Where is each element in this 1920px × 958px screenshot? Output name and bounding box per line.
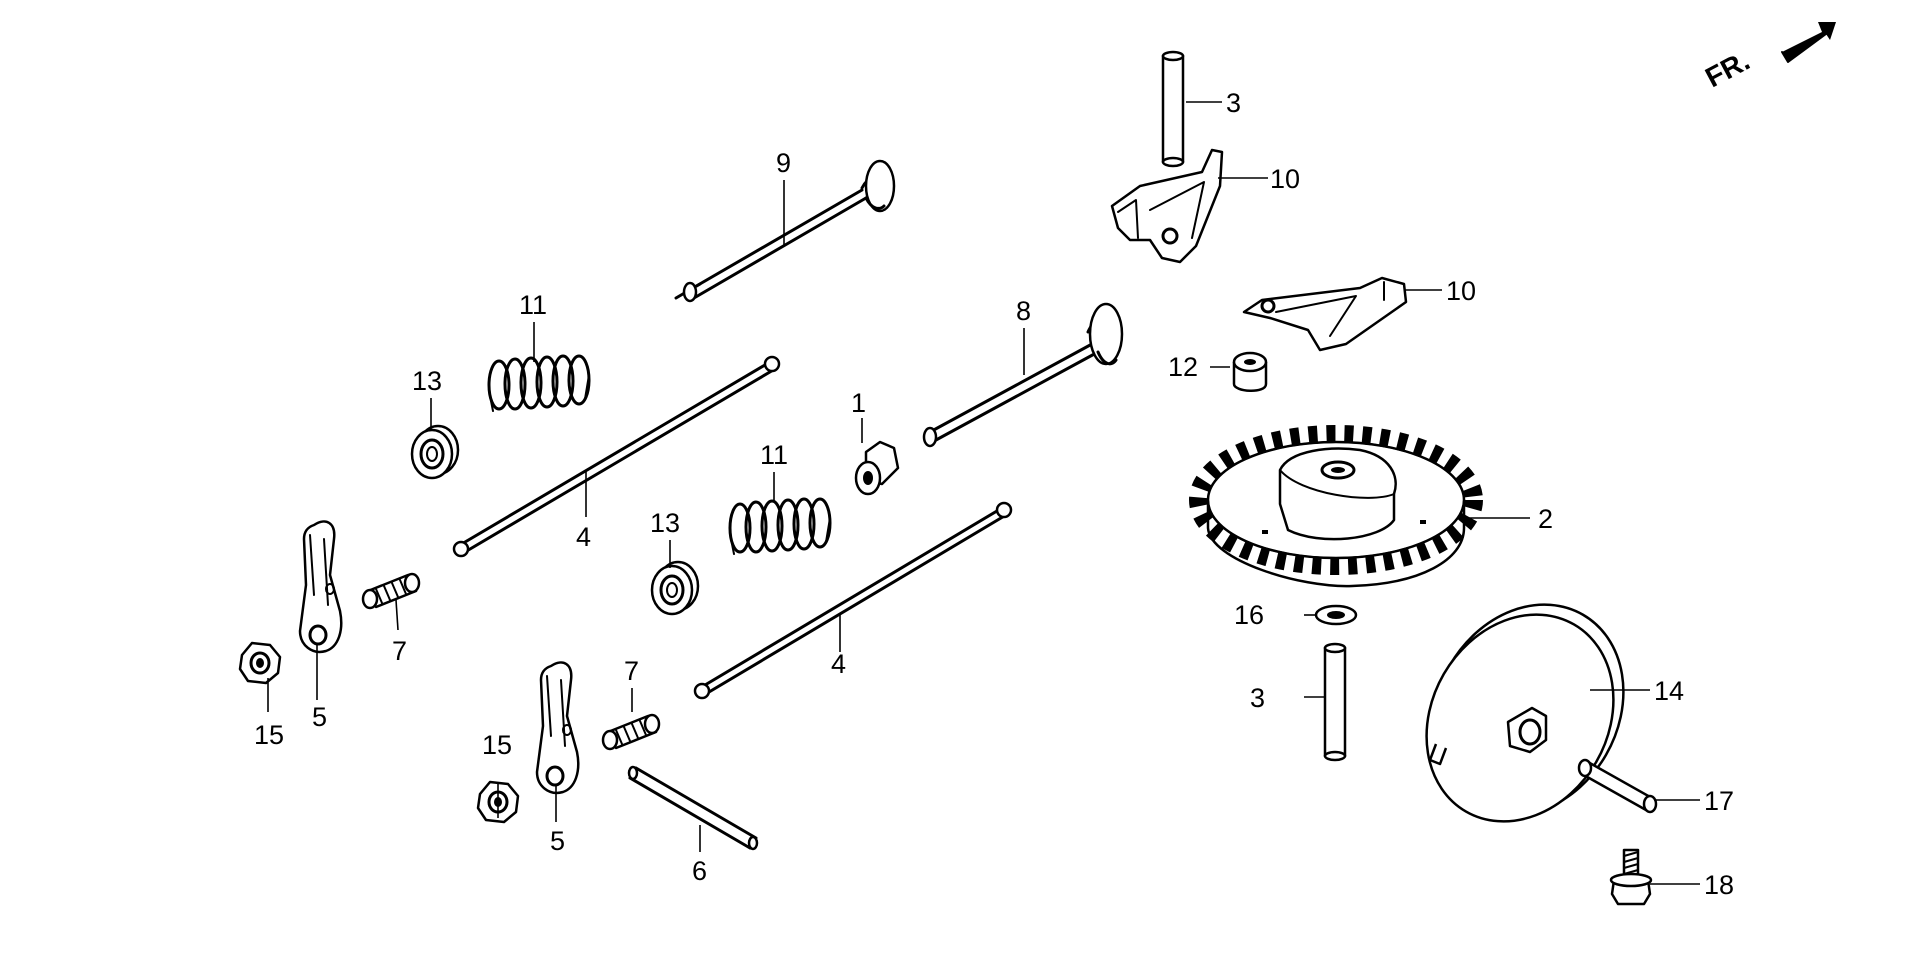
callout-labels: 1 2 3 3 4 4 5 5 6 7 7 8 9 10 10 11 11 12… (254, 88, 1734, 900)
push-rod-upper (452, 355, 781, 558)
callout-14: 14 (1654, 676, 1684, 706)
callout-18: 18 (1704, 870, 1734, 900)
callout-16: 16 (1234, 600, 1264, 630)
rocker-shaft (627, 765, 759, 851)
callout-17: 17 (1704, 786, 1734, 816)
adjusting-screw-upper (361, 572, 421, 610)
rocker-arm-lower (535, 660, 580, 795)
callout-4: 4 (576, 522, 591, 552)
callout-7: 7 (392, 636, 407, 666)
callout-5: 5 (550, 826, 565, 856)
callout-13: 13 (412, 366, 442, 396)
valve-stem-seal (854, 440, 900, 496)
valve-spring-upper (487, 354, 591, 413)
spring-retainer-lower (650, 560, 700, 616)
valve-upper (674, 159, 896, 303)
callout-9: 9 (776, 148, 791, 178)
callout-4: 4 (831, 649, 846, 679)
front-direction-arrow-icon (1781, 22, 1836, 63)
cam-follower-upper (1110, 148, 1224, 264)
callout-5: 5 (312, 702, 327, 732)
thrust-washer (1314, 604, 1358, 626)
governor-plate (1425, 603, 1625, 823)
valve-spring-lower (728, 497, 832, 556)
shaft-bottom (1323, 642, 1347, 762)
callout-2: 2 (1538, 504, 1553, 534)
valve-lower (922, 302, 1124, 448)
callout-6: 6 (692, 856, 707, 886)
rocker-arm-upper (298, 519, 343, 654)
callout-15: 15 (254, 720, 284, 750)
callout-1: 1 (851, 388, 866, 418)
callout-7: 7 (624, 656, 639, 686)
shaft-top (1161, 50, 1185, 168)
flange-bolt (1609, 848, 1653, 906)
callout-3: 3 (1250, 683, 1265, 713)
callout-11: 11 (519, 290, 547, 320)
governor-pin (1577, 758, 1658, 814)
callout-11: 11 (760, 440, 788, 470)
front-direction-label: FR. (1700, 45, 1754, 94)
adjusting-screw-lower (601, 713, 661, 751)
callout-10: 10 (1270, 164, 1300, 194)
nut-upper (238, 641, 282, 685)
spring-retainer-upper (410, 424, 460, 480)
collar (1232, 351, 1268, 392)
callout-13: 13 (650, 508, 680, 538)
leader-lines (267, 101, 1700, 885)
camshaft-gear (1189, 425, 1483, 588)
callout-3: 3 (1226, 88, 1241, 118)
callout-12: 12 (1168, 352, 1198, 382)
cam-follower-lower (1242, 276, 1408, 352)
callout-10: 10 (1446, 276, 1476, 306)
callout-15: 15 (482, 730, 512, 760)
push-rod-lower (693, 501, 1013, 700)
callout-8: 8 (1016, 296, 1031, 326)
